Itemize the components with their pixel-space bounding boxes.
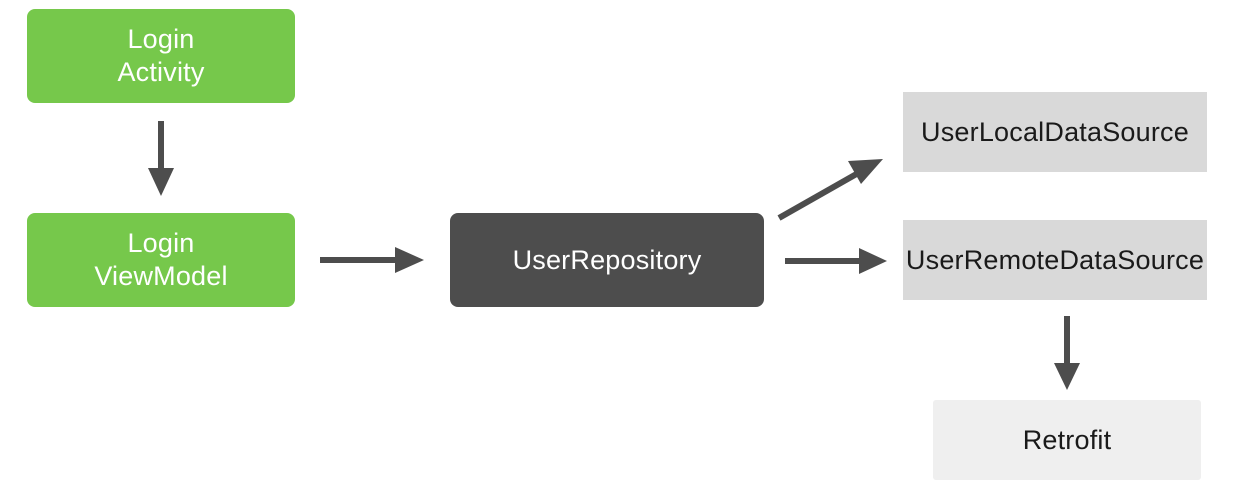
- node-user-local-data-source: UserLocalDataSource: [903, 92, 1207, 172]
- node-login-activity: Login Activity: [27, 9, 295, 103]
- node-login-viewmodel-line-1: Login: [127, 228, 195, 258]
- node-login-activity-line-2: Activity: [117, 57, 205, 87]
- node-user-repository-label: UserRepository: [512, 244, 702, 275]
- arrow-repository-to-local: [777, 159, 883, 221]
- arrow-remote-to-retrofit: [1054, 316, 1080, 390]
- node-retrofit-label: Retrofit: [1022, 424, 1112, 455]
- node-login-activity-line-1: Login: [127, 24, 195, 54]
- arrow-viewmodel-to-repository: [320, 247, 424, 273]
- node-login-viewmodel: Login ViewModel: [27, 213, 295, 307]
- arrow-activity-to-viewmodel: [148, 121, 174, 196]
- arrow-repository-to-remote: [785, 248, 887, 274]
- node-user-remote-data-source-label: UserRemoteDataSource: [905, 244, 1205, 275]
- node-user-local-data-source-label: UserLocalDataSource: [921, 116, 1189, 147]
- node-user-remote-data-source: UserRemoteDataSource: [903, 220, 1207, 300]
- node-login-viewmodel-line-2: ViewModel: [94, 261, 228, 291]
- node-user-repository: UserRepository: [450, 213, 764, 307]
- node-retrofit: Retrofit: [933, 400, 1201, 480]
